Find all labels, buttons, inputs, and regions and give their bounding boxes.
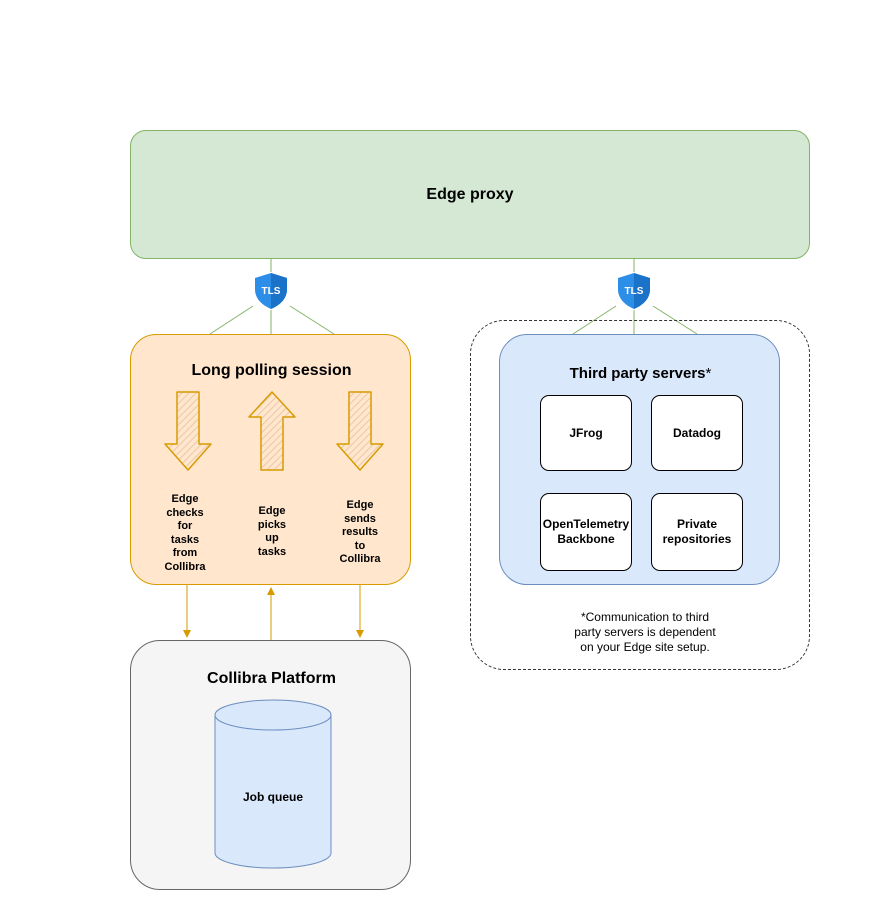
long-polling-session-box: Long polling session Edge checks for tas… [130, 334, 411, 585]
third-party-servers-box: Third party servers* JFrog Datadog OpenT… [499, 334, 780, 585]
tls-right-shield-icon: TLS [616, 272, 652, 310]
collibra-platform-title: Collibra Platform [207, 670, 336, 687]
arrow-up-picks-icon [248, 391, 296, 471]
arrow-label-picks: Edge picks up tasks [257, 505, 287, 558]
edge-proxy-label: Edge proxy [426, 185, 514, 203]
server-datadog: Datadog [651, 395, 743, 471]
arrow-down-checks-icon [164, 391, 212, 471]
long-polling-title: Long polling session [191, 362, 352, 379]
job-queue-label: Job queue [242, 790, 303, 804]
platform-connectors [183, 585, 364, 640]
arrow-label-sends: Edge sends results to Collibra [339, 499, 381, 565]
third-party-dashed-container [470, 320, 810, 670]
arrow-down-sends-icon [336, 391, 384, 471]
tls-right-label: TLS [625, 286, 644, 297]
tls-left-label: TLS [262, 286, 281, 297]
third-party-footnote: *Communication to third party servers is… [574, 610, 716, 654]
tls-left-shield-icon: TLS [253, 272, 289, 310]
job-queue-database-icon [214, 699, 332, 869]
tls-left-connectors [209, 259, 335, 335]
edge-proxy-box: Edge proxy [130, 130, 810, 259]
third-party-title: Third party servers* [569, 365, 712, 382]
server-jfrog: JFrog [540, 395, 632, 471]
arrow-label-checks: Edge checks for tasks from Collibra [164, 493, 206, 573]
